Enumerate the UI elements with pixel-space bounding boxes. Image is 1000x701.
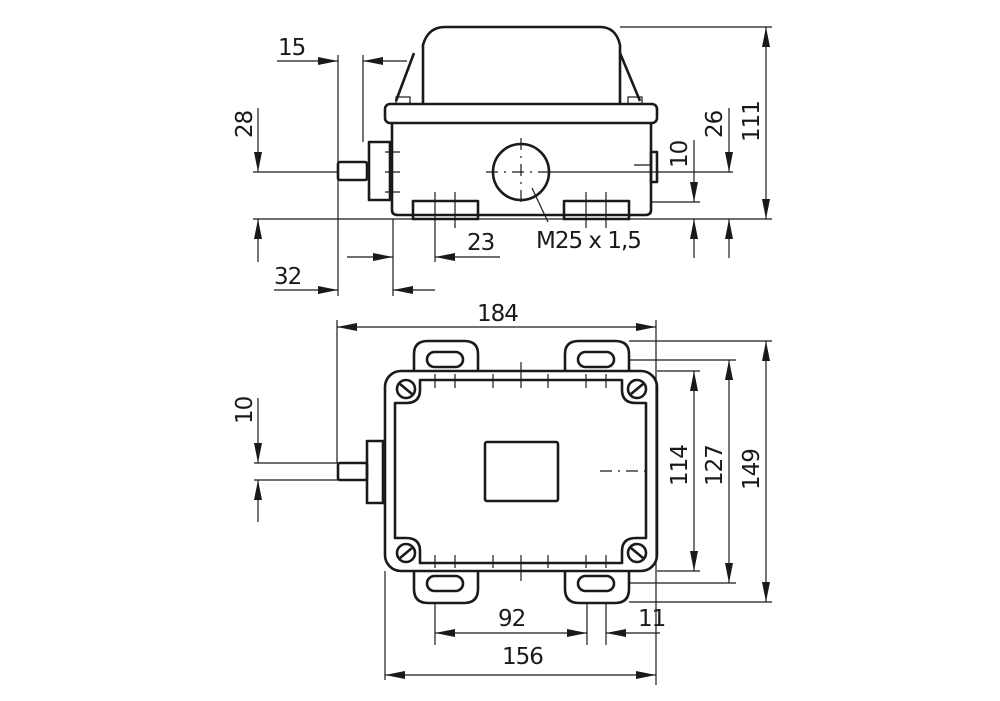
ear-bottom-right bbox=[563, 571, 631, 605]
top-view: 184 156 92 11 10 114 127 149 bbox=[232, 301, 772, 685]
screw-bottom-left bbox=[395, 542, 417, 564]
actuator-housing-top bbox=[365, 439, 385, 505]
slot-bottom-right bbox=[576, 574, 616, 593]
edge-ticks bbox=[434, 362, 607, 581]
dim-32-label: 32 bbox=[274, 264, 301, 290]
screw-top-right bbox=[626, 378, 648, 400]
slot-top-right bbox=[576, 350, 616, 369]
ear-top-left bbox=[412, 339, 480, 371]
inspection-window bbox=[483, 440, 560, 503]
ear-top-right bbox=[563, 339, 631, 371]
ear-bottom-left bbox=[412, 571, 480, 605]
body bbox=[390, 123, 653, 217]
actuator-shaft-top bbox=[336, 461, 369, 482]
dim-23-label: 23 bbox=[467, 230, 494, 256]
dim-111-label: 111 bbox=[739, 101, 765, 142]
body-outline bbox=[383, 369, 659, 573]
screw-slots bbox=[399, 383, 644, 559]
side-plug bbox=[649, 150, 659, 184]
cover-strut-right bbox=[618, 52, 642, 102]
dim-127-label: 127 bbox=[702, 445, 728, 486]
dim-92-label: 92 bbox=[498, 606, 525, 632]
slot-bottom-left bbox=[425, 574, 465, 593]
side-ticks bbox=[385, 151, 651, 193]
screw-bottom-right bbox=[626, 542, 648, 564]
dim-11-label: 11 bbox=[638, 606, 665, 632]
vertical-extensions bbox=[337, 55, 436, 296]
foot-centerlines bbox=[434, 192, 607, 228]
actuator-housing bbox=[367, 140, 392, 202]
cover bbox=[421, 25, 622, 104]
screw-top-left bbox=[395, 378, 417, 400]
body-inner bbox=[393, 378, 648, 565]
lid bbox=[383, 102, 659, 125]
dim-114-label: 114 bbox=[667, 445, 693, 486]
dim-156-label: 156 bbox=[502, 644, 543, 670]
dim-184-label: 184 bbox=[477, 301, 518, 327]
top-view-extensions bbox=[254, 320, 772, 685]
mounting-foot-right bbox=[562, 199, 631, 221]
dim-15-label: 15 bbox=[278, 35, 305, 61]
slot-top-left bbox=[425, 350, 465, 369]
dim-149-label: 149 bbox=[739, 449, 765, 490]
mounting-foot-left bbox=[411, 199, 480, 221]
actuator-shaft bbox=[336, 160, 369, 182]
dim-28-label: 28 bbox=[232, 110, 258, 138]
cover-strut-left bbox=[394, 52, 416, 102]
dim-10-label: 10 bbox=[667, 140, 693, 168]
thread-leader bbox=[531, 187, 549, 223]
side-view: 15 32 23 28 10 26 111 M25 x 1,5 bbox=[232, 25, 772, 296]
extension-lines bbox=[253, 171, 733, 203]
thread-label: M25 x 1,5 bbox=[536, 228, 641, 254]
dim-10-top-label: 10 bbox=[232, 396, 258, 424]
gland-centerline bbox=[486, 138, 556, 208]
dim-26-label: 26 bbox=[702, 110, 728, 138]
